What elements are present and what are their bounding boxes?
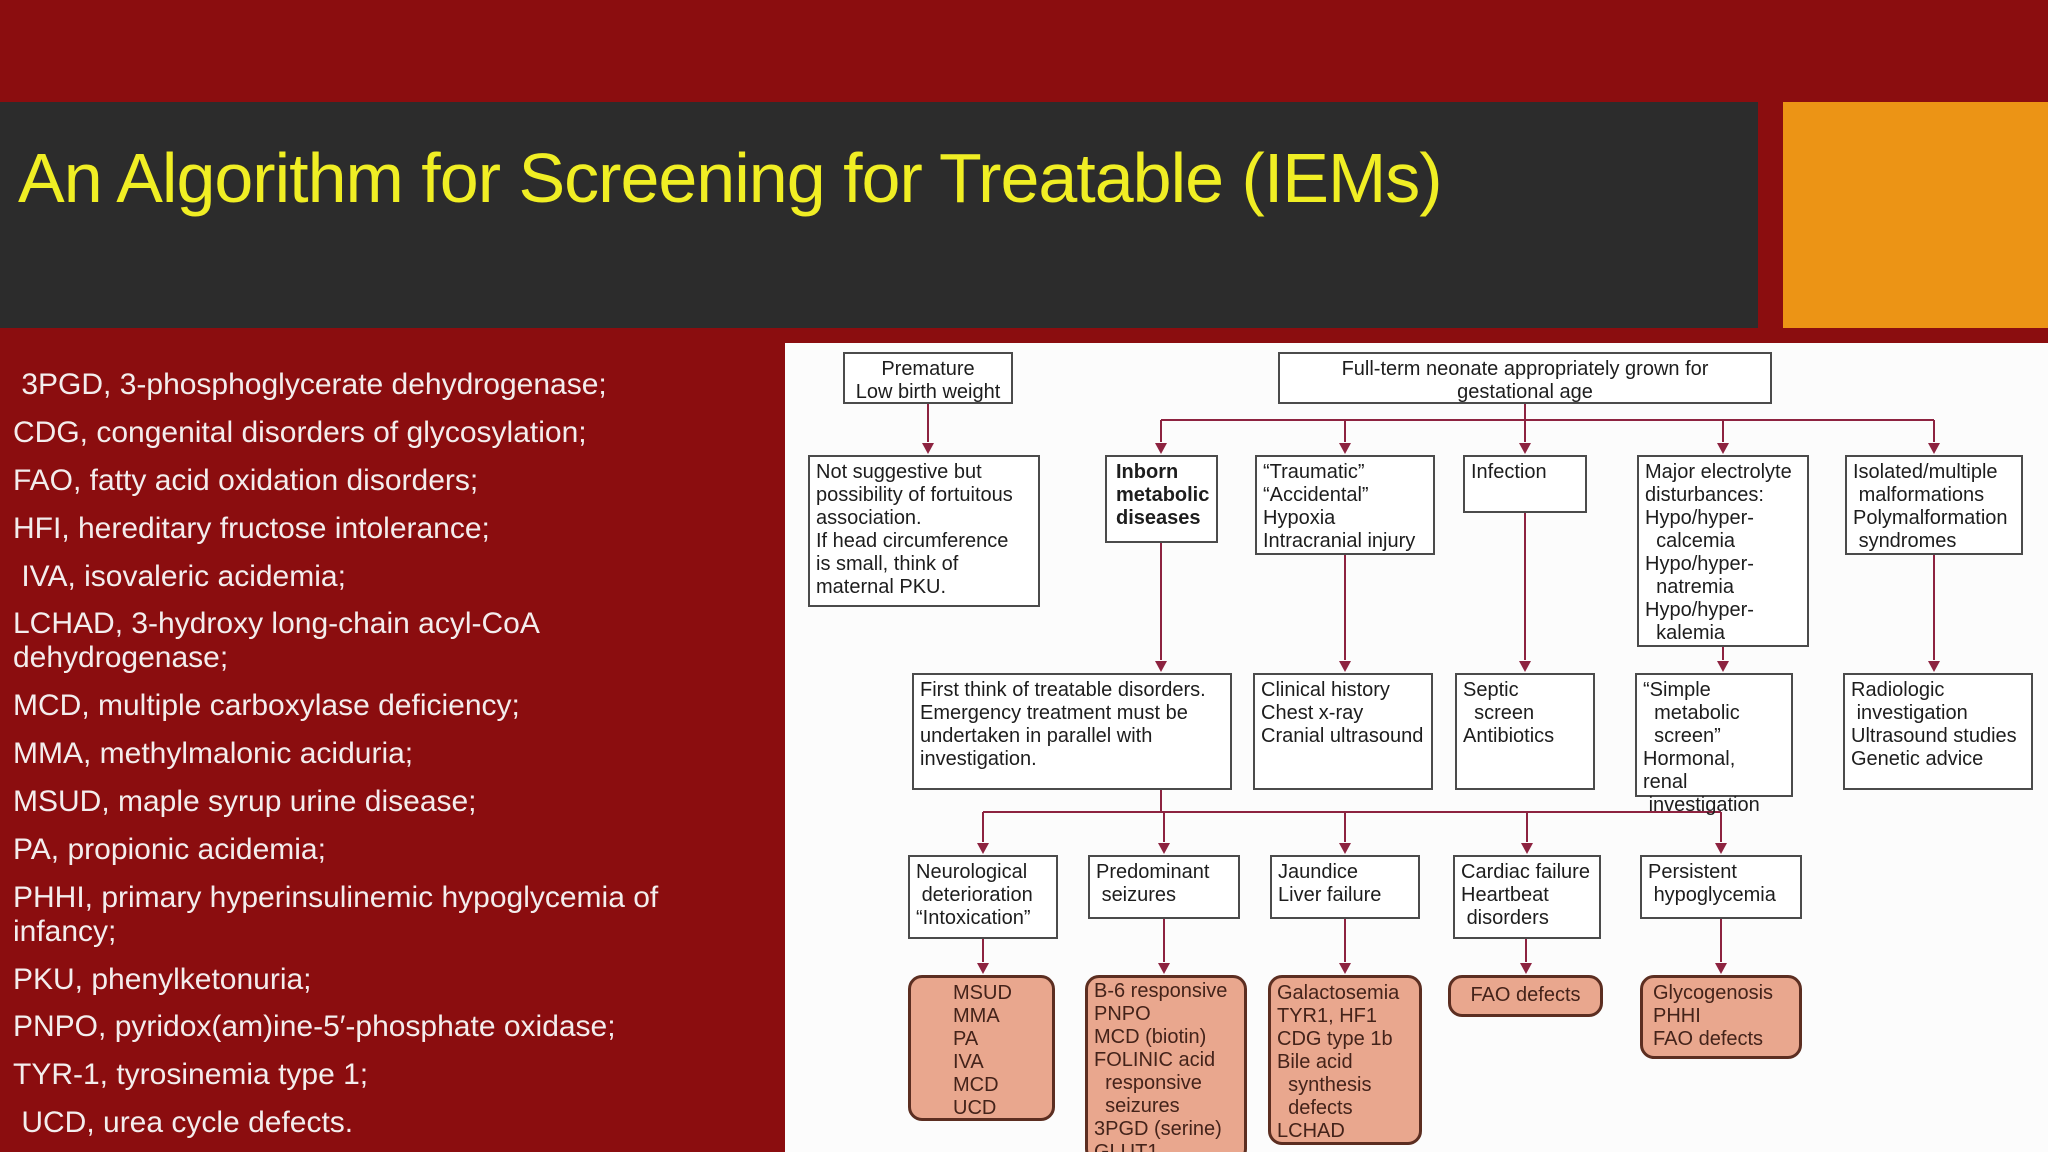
flow-box-galactosemia-list: Galactosemia TYR1, HF1 CDG type 1b Bile … xyxy=(1268,975,1422,1145)
flow-box-clinical-history: Clinical history Chest x-ray Cranial ult… xyxy=(1253,673,1433,790)
abbreviation-item: 3PGD, 3-phosphoglycerate dehydrogenase; xyxy=(13,368,607,401)
orange-accent-block xyxy=(1783,102,2048,328)
abbreviation-item: PKU, phenylketonuria; xyxy=(13,962,312,996)
flow-box-electrolyte-disturbances: Major electrolyte disturbances: Hypo/hyp… xyxy=(1637,455,1809,647)
abbreviation-item: HFI, hereditary fructose intolerance; xyxy=(13,511,490,545)
abbreviation-item: TYR-1, tyrosinemia type 1; xyxy=(13,1058,369,1092)
flow-box-premature: Premature Low birth weight xyxy=(843,352,1013,404)
flow-connectors xyxy=(922,404,1940,974)
flow-box-first-think-treatable: First think of treatable disorders. Emer… xyxy=(912,673,1232,790)
abbreviation-item: PHHI, primary hyperinsulinemic hypoglyce… xyxy=(13,880,667,948)
abbreviation-list: 3PGD, 3-phosphoglycerate dehydrogenase; … xyxy=(13,368,713,1152)
flow-box-cardiac-failure: Cardiac failure Heartbeat disorders xyxy=(1453,855,1601,939)
abbreviation-item: CDG, congenital disorders of glycosylati… xyxy=(13,415,587,449)
abbreviation-item: IVA, isovaleric acidemia; xyxy=(13,559,346,593)
abbreviation-item: PA, propionic acidemia; xyxy=(13,832,326,866)
abbreviation-item: MSUD, maple syrup urine disease; xyxy=(13,785,477,819)
abbreviation-item: MMA, methylmalonic aciduria; xyxy=(13,737,414,771)
flow-box-fullterm-neonate: Full-term neonate appropriately grown fo… xyxy=(1278,352,1772,404)
flow-box-b6-responsive-list: B-6 responsive PNPO MCD (biotin) FOLINIC… xyxy=(1085,975,1247,1152)
flow-box-neurological-deterioration: Neurological deterioration “Intoxication… xyxy=(908,855,1058,939)
flow-box-predominant-seizures: Predominant seizures xyxy=(1088,855,1240,919)
flow-box-not-suggestive: Not suggestive but possibility of fortui… xyxy=(808,455,1040,607)
abbreviation-item: PNPO, pyridox(am)ine-5′-phosphate oxidas… xyxy=(13,1010,616,1044)
abbreviation-item: LCHAD, 3-hydroxy long-chain acyl-CoA deh… xyxy=(13,607,547,675)
flowchart-panel: Premature Low birth weight Full-term neo… xyxy=(785,343,2048,1152)
flow-box-septic-screen: Septic screen Antibiotics xyxy=(1455,673,1595,790)
abbreviation-item: UCD, urea cycle defects. xyxy=(13,1106,354,1140)
flow-box-jaundice-liver-failure: Jaundice Liver failure xyxy=(1270,855,1420,919)
flow-box-fao-defects: FAO defects xyxy=(1448,975,1603,1017)
flow-box-malformations: Isolated/multiple malformations Polymalf… xyxy=(1845,455,2023,555)
abbreviation-item: MCD, multiple carboxylase deficiency; xyxy=(13,689,520,723)
flow-box-glycogenosis-list: Glycogenosis PHHI FAO defects xyxy=(1640,975,1802,1059)
flow-box-persistent-hypoglycemia: Persistent hypoglycemia xyxy=(1640,855,1802,919)
flow-box-infection: Infection xyxy=(1463,455,1587,513)
page-title: An Algorithm for Screening for Treatable… xyxy=(18,139,1443,217)
flow-box-simple-metabolic-screen: “Simple metabolic screen” Hormonal, rena… xyxy=(1635,673,1793,816)
abbreviation-item: FAO, fatty acid oxidation disorders; xyxy=(13,463,479,497)
flow-box-radiologic-investigation: Radiologic investigation Ultrasound stud… xyxy=(1843,673,2033,790)
title-bar: An Algorithm for Screening for Treatable… xyxy=(0,102,1758,328)
flow-box-inborn-metabolic-diseases: Inborn metabolic diseases xyxy=(1105,455,1218,543)
flow-box-traumatic-accidental: “Traumatic” “Accidental” Hypoxia Intracr… xyxy=(1255,455,1435,555)
flow-box-msud-list: MSUD MMA PA IVA MCD UCD xyxy=(908,975,1055,1121)
